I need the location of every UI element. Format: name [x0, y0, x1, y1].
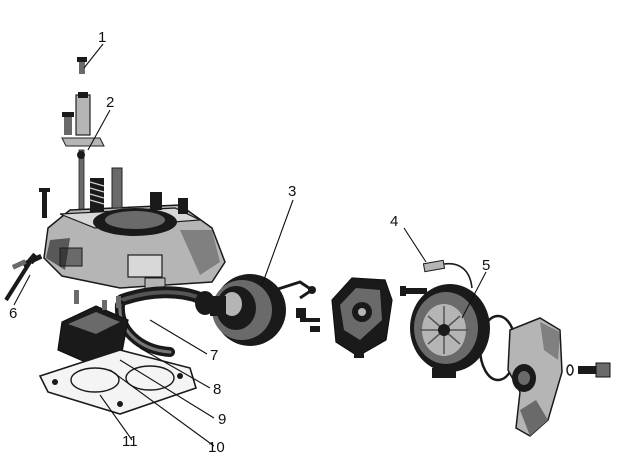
choke-housing	[410, 284, 490, 378]
callout-10: 10	[208, 439, 225, 456]
callout-4: 4	[390, 213, 398, 230]
long-screw	[4, 252, 39, 302]
callout-9: 9	[218, 411, 226, 428]
diaphragm-unit	[210, 274, 316, 346]
callout-5: 5	[482, 257, 490, 274]
callout-1: 1	[98, 29, 106, 46]
pump-rod	[77, 149, 85, 211]
bent-pipe	[114, 300, 175, 357]
callout-2: 2	[106, 94, 114, 111]
gasket	[38, 349, 197, 415]
bolt-right	[566, 362, 611, 378]
choke-cover-housing	[300, 277, 427, 358]
callout-8: 8	[213, 381, 221, 398]
sensor-wire	[422, 259, 473, 289]
coolant-housing	[507, 317, 563, 437]
callout-7: 7	[210, 347, 218, 364]
callout-11: 11	[122, 433, 138, 450]
leader-lines	[13, 43, 487, 447]
callout-6: 6	[9, 305, 17, 322]
callouts: 1 2 3 4 5 6 7 8 9 10 11	[9, 29, 490, 456]
callout-3: 3	[288, 183, 296, 200]
carburettor-body	[11, 167, 226, 293]
hose	[116, 286, 215, 315]
